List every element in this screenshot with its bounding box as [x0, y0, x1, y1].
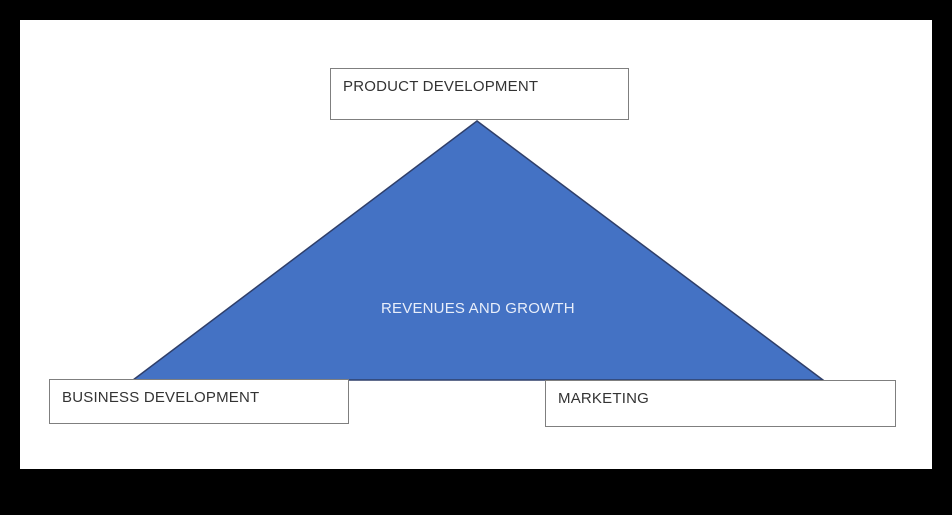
- business-development-box: BUSINESS DEVELOPMENT: [49, 379, 349, 424]
- product-development-box: PRODUCT DEVELOPMENT: [330, 68, 629, 120]
- product-development-label: PRODUCT DEVELOPMENT: [343, 78, 539, 95]
- business-development-label: BUSINESS DEVELOPMENT: [62, 389, 260, 406]
- marketing-box: MARKETING: [545, 380, 896, 427]
- revenues-growth-label: REVENUES AND GROWTH: [381, 300, 575, 317]
- marketing-label: MARKETING: [558, 390, 649, 407]
